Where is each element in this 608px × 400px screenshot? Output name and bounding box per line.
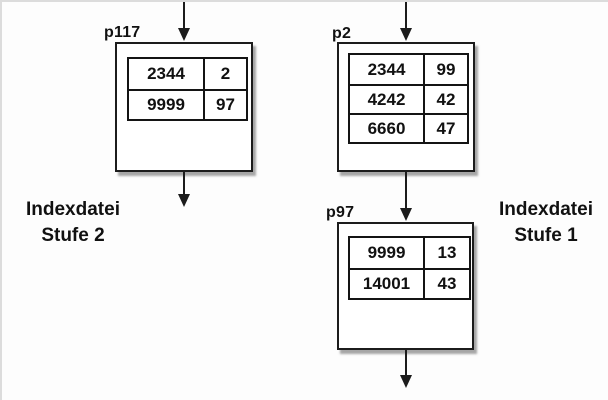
node-p2-label: p2 <box>332 25 352 42</box>
table-cell: 6660 <box>350 113 425 142</box>
arrow-down-icon <box>400 28 412 41</box>
node-p2-table: 2344 99 4242 42 6660 47 <box>348 53 469 144</box>
node-p97-table: 9999 13 14001 43 <box>348 236 471 300</box>
node-p117-label: p117 <box>104 24 141 41</box>
arrow-out-p117-line <box>183 172 185 195</box>
caption-line: Stufe 1 <box>514 225 578 246</box>
top-edge-line <box>0 0 608 2</box>
node-p117-table: 2344 2 9999 97 <box>127 57 248 121</box>
caption-line: Indexdatei <box>499 199 593 220</box>
table-cell: 14001 <box>350 268 425 298</box>
table-cell: 99 <box>436 59 456 79</box>
table-cell: 97 <box>205 89 246 119</box>
arrow-down-icon <box>178 194 190 207</box>
caption-line: Indexdatei <box>26 199 120 220</box>
table-cell: 9999 <box>350 238 425 268</box>
caption-line: Stufe 2 <box>41 225 105 246</box>
arrow-down-icon <box>400 208 412 221</box>
arrow-down-icon <box>178 28 190 41</box>
table-cell: 9999 <box>129 89 205 119</box>
caption-stufe-1: Indexdatei Stufe 1 <box>487 197 605 249</box>
arrow-into-p117-line <box>183 2 185 29</box>
table-cell: 2 <box>220 64 231 83</box>
table-cell: 4242 <box>350 84 425 113</box>
table-cell: 2344 <box>350 55 425 84</box>
left-edge-line <box>0 0 2 400</box>
edge-p2-to-p97-line <box>405 172 407 209</box>
arrow-into-p2-line <box>405 2 407 29</box>
table-cell: 2344 <box>129 59 205 89</box>
table-cell: 13 <box>437 243 457 262</box>
table-cell: 42 <box>425 84 467 113</box>
caption-stufe-2: Indexdatei Stufe 2 <box>8 197 138 249</box>
arrow-out-p97-line <box>405 350 407 376</box>
table-cell: 47 <box>425 113 467 142</box>
arrow-down-icon <box>400 375 412 388</box>
table-cell: 43 <box>425 268 469 298</box>
node-p97-label: p97 <box>326 204 355 221</box>
